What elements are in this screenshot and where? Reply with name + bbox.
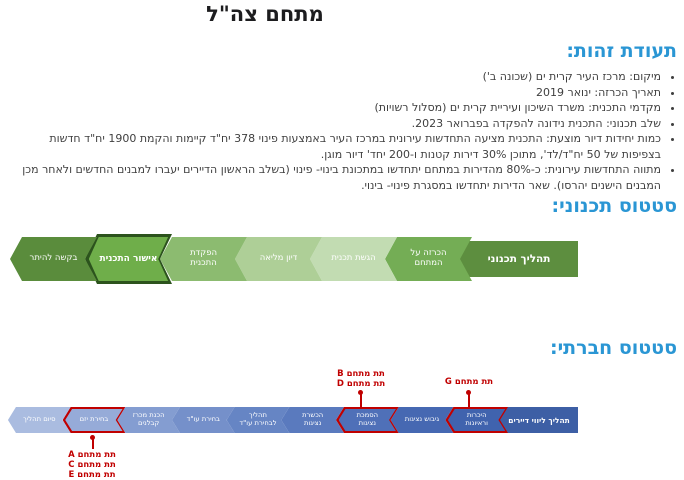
social-step-lawyer-selection-process-label: תהליך לבחירת עו"ד (239, 411, 277, 427)
social-step-lawyer-selection: בחירת עו"ד (172, 407, 235, 433)
planning-flow-label: תהליך תכנוני (460, 241, 578, 277)
social-flow-label: תהליך ליווי דיירים (500, 407, 578, 433)
planning-step-plenary-discussion: דיון מליאה (235, 237, 322, 281)
callout-subcompound-g: תת מתחם G (444, 377, 494, 387)
social-step-forming-representation-label: גיבוש נציגות (404, 415, 440, 424)
social-step-forming-representation: גיבוש נציגות (391, 407, 454, 433)
callout-line-ace (92, 439, 94, 449)
social-step-contractor-tender: הכנת מכרז קבלנים (117, 407, 180, 433)
bullet-plan-promoters: מקדמי התכנית: משרד השיכון ועיריית קרית י… (18, 100, 662, 116)
social-step-developer-selection: בחירת יזם (63, 407, 126, 433)
page-title: מתחם צה"ל (206, 2, 324, 26)
planning-step-permit-request-label: בקשה להיתר (29, 253, 78, 264)
social-status-heading: סטטוס חברתי: (549, 337, 677, 359)
social-step-certifying-representation-label: הסמכת נציגות (356, 411, 379, 427)
social-step-intro-interviews: היכרות וראיונות (445, 407, 508, 433)
social-step-process-end: סיום תהליך (8, 407, 71, 433)
bullet-planning-stage: שלב תכנוני: התכנית נידונה להפקדה בפברואר… (18, 116, 661, 132)
planning-step-plan-deposit-label: הפקדת התכנית (189, 248, 218, 268)
planning-step-declaration: הכרזה על המתחם (385, 237, 472, 281)
bullet-housing-units: כמות יחידות דיור מוצעת: התכנית מציעה התח… (18, 131, 661, 162)
planning-step-permit-request: בקשה להיתר (10, 237, 97, 281)
callout-line-g (468, 394, 470, 408)
social-step-lawyer-selection-label: בחירת עו"ד (186, 415, 220, 424)
callout-dot-bd (358, 390, 363, 395)
bullet-location: מיקום: מרכז העיר קרית ים (שכונה ב') (18, 69, 661, 85)
planning-step-plan-approval-current: אישור התכנית (85, 234, 172, 284)
social-step-training-representation-label: הכשרת נציגות (302, 411, 324, 427)
social-step-lawyer-selection-process: תהליך לבחירת עו"ד (227, 407, 290, 433)
planning-step-plan-submission: הגשת תכנית (310, 237, 397, 281)
planning-process-flow: תהליך תכנוני הכרזה על המתחם הגשת תכנית ד… (10, 234, 578, 284)
social-step-training-representation: הכשרת נציגות (281, 407, 344, 433)
social-step-intro-interviews-label: היכרות וראיונות (465, 411, 488, 427)
callout-subcompound-b-d: תת מתחם B תת מתחם D (336, 369, 386, 389)
identity-heading: תעודת זהות: (566, 40, 677, 62)
social-step-process-end-label: סיום תהליך (23, 415, 56, 424)
social-step-certifying-representation: הסמכת נציגות (336, 407, 399, 433)
callout-dot-g (466, 390, 471, 395)
planning-step-plan-approval-label: אישור התכנית (99, 253, 158, 264)
bullet-renewal-outline: מתווה התחדשות עירונית: כ-80% מהדירות במת… (18, 162, 661, 193)
planning-step-plenary-discussion-label: דיון מליאה (259, 253, 298, 264)
callout-subcompound-a-c-e: תת מתחם A תת מתחם C תת מתחם E (68, 450, 116, 480)
callout-line-bd (360, 394, 362, 408)
bullet-declaration-date: תאריך הכרזה: ינואר 2019 (18, 85, 661, 101)
planning-step-plan-deposit: הפקדת התכנית (160, 237, 247, 281)
social-process-flow: תהליך ליווי דיירים היכרות וראיונות גיבוש… (8, 407, 578, 433)
planning-step-declaration-label: הכרזה על המתחם (410, 248, 447, 268)
callout-dot-ace (90, 435, 95, 440)
identity-bullet-list: מיקום: מרכז העיר קרית ים (שכונה ב') תארי… (18, 69, 677, 193)
planning-status-heading: סטטוס תכנוני: (551, 195, 677, 217)
social-step-developer-selection-label: בחירת יזם (79, 415, 109, 424)
planning-step-plan-submission-label: הגשת תכנית (331, 253, 376, 264)
social-step-contractor-tender-label: הכנת מכרז קבלנים (132, 411, 165, 427)
